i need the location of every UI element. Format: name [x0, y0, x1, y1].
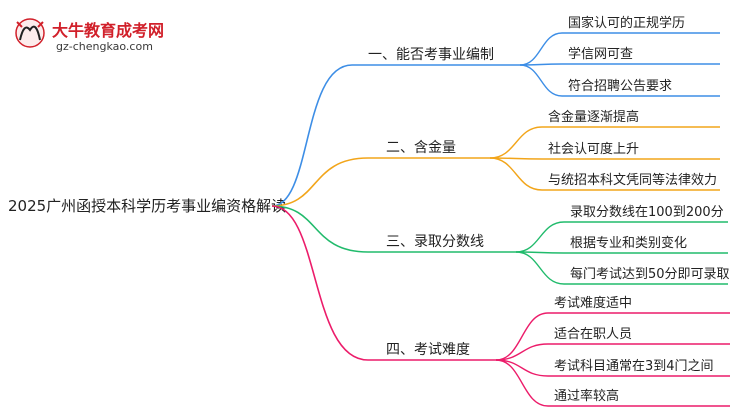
- branch-2-child-1: 含金量逐渐提高: [489, 109, 720, 159]
- branch-label: 三、录取分数线: [386, 234, 484, 250]
- child-connector: [515, 221, 565, 253]
- branch-4-child-3: 考试科目通常在3到4门之间: [495, 359, 730, 377]
- child-label: 社会认可度上升: [548, 141, 639, 157]
- child-label: 通过率较高: [554, 388, 619, 404]
- child-label: 考试难度适中: [554, 295, 632, 311]
- child-connector: [519, 64, 563, 97]
- child-label: 录取分数线在100到200分: [570, 205, 724, 220]
- child-connector: [495, 312, 549, 361]
- branch-1-child-2: 学信网可查: [519, 46, 720, 66]
- child-label: 符合招聘公告要求: [568, 78, 672, 94]
- branch-label: 二、含金量: [386, 140, 456, 156]
- child-connector: [489, 126, 543, 159]
- child-connector: [515, 251, 565, 285]
- child-label: 国家认可的正规学历: [568, 15, 685, 31]
- logo: 大牛教育成考网 gz-chengkao.com: [15, 18, 164, 53]
- child-label: 学信网可查: [568, 46, 633, 62]
- child-label: 适合在职人员: [554, 327, 632, 342]
- logo-url: gz-chengkao.com: [56, 40, 153, 53]
- child-label: 根据专业和类别变化: [570, 235, 687, 251]
- child-connector: [495, 343, 549, 361]
- branch-2-child-2: 社会认可度上升: [489, 141, 720, 160]
- child-label: 每门考试达到50分即可录取: [570, 266, 730, 282]
- branch-4-child-1: 考试难度适中: [495, 295, 730, 361]
- child-connector: [495, 359, 549, 377]
- branch-1-child-1: 国家认可的正规学历: [519, 15, 720, 66]
- branch-connector: [271, 205, 369, 253]
- logo-title: 大牛教育成考网: [52, 21, 164, 40]
- branch-3-child-3: 每门考试达到50分即可录取: [515, 251, 730, 285]
- root-topic: 2025广州函授本科学历考事业编资格解读: [8, 197, 286, 215]
- branch-4-child-2: 适合在职人员: [495, 327, 730, 361]
- child-label: 含金量逐渐提高: [548, 109, 639, 125]
- branch-connector: [271, 205, 369, 361]
- branch-3-child-1: 录取分数线在100到200分: [515, 205, 728, 253]
- branch-4-child-4: 通过率较高: [495, 359, 730, 407]
- logo-ox-icon: [15, 18, 45, 48]
- branch-connector: [271, 64, 353, 207]
- child-connector: [519, 32, 563, 66]
- branch-3: 三、录取分数线 录取分数线在100到200分根据专业和类别变化每门考试达到50分即…: [271, 205, 730, 285]
- child-connector: [495, 359, 549, 407]
- branch-label: 一、能否考事业编制: [368, 47, 494, 63]
- branch-2-child-3: 与统招本科文凭同等法律效力: [489, 157, 720, 191]
- child-connector: [489, 157, 543, 191]
- child-label: 与统招本科文凭同等法律效力: [548, 172, 717, 188]
- child-label: 考试科目通常在3到4门之间: [554, 359, 714, 374]
- branch-label: 四、考试难度: [386, 342, 470, 358]
- branch-3-child-2: 根据专业和类别变化: [515, 235, 728, 254]
- branch-connector: [271, 157, 369, 207]
- branch-1-child-3: 符合招聘公告要求: [519, 64, 720, 97]
